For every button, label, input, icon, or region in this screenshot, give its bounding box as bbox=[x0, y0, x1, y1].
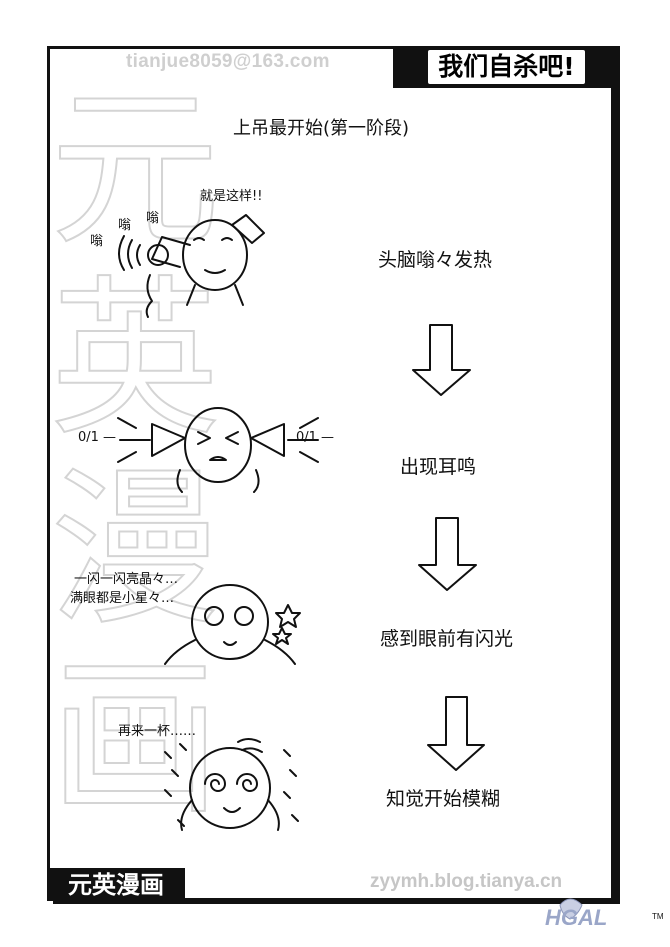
sound-ring-left: 0/1 — bbox=[78, 430, 117, 445]
sound-buzz-2: 嗡 bbox=[118, 218, 132, 233]
character-hairdryer bbox=[118, 214, 265, 318]
mascot-logo-icon bbox=[559, 898, 583, 920]
character-ear-ringing bbox=[117, 407, 319, 493]
trademark-mark: TM bbox=[652, 912, 664, 921]
watermark-vertical: 元 英 漫 画 bbox=[49, 71, 221, 836]
character-dizzy bbox=[164, 738, 299, 831]
speech-panel-4: 再来一杯…… bbox=[118, 724, 197, 739]
watermark-char: 元 bbox=[49, 71, 221, 269]
sound-ring-right: 0/1 — bbox=[296, 430, 335, 445]
stage-caption-3: 感到眼前有闪光 bbox=[380, 628, 514, 650]
title-banner: 我们自杀吧! bbox=[393, 46, 620, 88]
frame-shadow-bottom bbox=[53, 898, 620, 904]
stage-caption-4: 知觉开始模糊 bbox=[386, 788, 501, 810]
watermark-char: 英 bbox=[49, 261, 221, 459]
stage-caption-1: 头脑嗡々发热 bbox=[378, 249, 493, 271]
down-arrow-icon bbox=[412, 324, 471, 396]
down-arrow-icon bbox=[427, 696, 485, 771]
stage-subtitle: 上吊最开始(第一阶段) bbox=[233, 118, 410, 139]
author-email: tianjue8059@163.com bbox=[126, 51, 330, 72]
character-starry-eyes bbox=[164, 584, 301, 665]
brand-logo: 元英漫画 bbox=[47, 868, 185, 901]
blog-url[interactable]: zyymh.blog.tianya.cn bbox=[370, 871, 563, 892]
speech-panel-1: 就是这样!! bbox=[200, 189, 263, 204]
page-title: 我们自杀吧! bbox=[428, 50, 585, 84]
down-arrow-icon bbox=[418, 517, 477, 591]
stage-caption-2: 出现耳鸣 bbox=[400, 456, 477, 478]
speech-panel-3-line-1: 一闪一闪亮晶々… bbox=[74, 572, 179, 587]
sound-buzz-3: 嗡 bbox=[146, 211, 160, 226]
speech-panel-3-line-2: 满眼都是小星々… bbox=[70, 591, 175, 606]
frame-shadow-right bbox=[614, 52, 620, 904]
sound-buzz-1: 嗡 bbox=[90, 234, 104, 249]
site-badge: HGAL bbox=[545, 905, 608, 930]
